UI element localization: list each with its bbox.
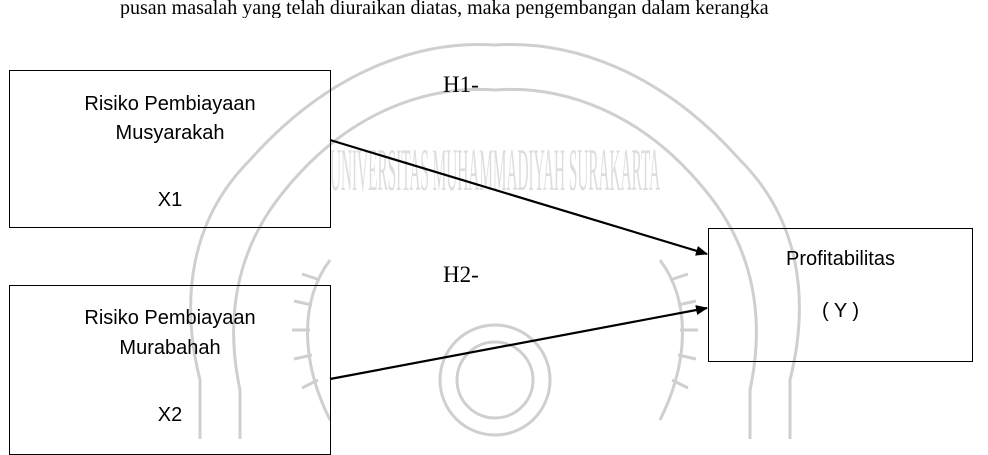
seal-inner-border <box>232 87 758 439</box>
node-x1-label-line1: Risiko Pembiayaan <box>84 93 256 115</box>
edge-x1-to-y <box>329 138 708 256</box>
university-seal-watermark: UNIVERSITAS MUHAMMADIYAH SURAKARTA <box>189 42 801 439</box>
node-x2-label-line1: Risiko Pembiayaan <box>84 307 256 329</box>
seal-center-emblem <box>438 323 552 437</box>
node-x1: Risiko Pembiayaan Musyarakah X1 <box>9 70 331 228</box>
node-y: Profitabilitas ( Y ) <box>708 228 973 362</box>
node-y-variable: ( Y ) <box>821 300 860 322</box>
node-x2: Risiko Pembiayaan Murabahah X2 <box>9 285 331 455</box>
node-x1-variable: X1 <box>157 189 183 211</box>
seal-center-ring <box>455 340 535 420</box>
seal-outer-border <box>189 42 801 439</box>
node-y-label: Profitabilitas <box>786 248 895 270</box>
edge-label-h1: H1- <box>443 72 479 97</box>
seal-laurel-right <box>658 259 698 421</box>
node-x2-label-line2: Murabahah <box>119 337 221 359</box>
diagram-edges <box>329 138 708 381</box>
diagram-canvas: UNIVERSITAS MUHAMMADIYAH SURAKARTA pusan… <box>9 0 973 455</box>
node-x2-variable: X2 <box>157 404 183 426</box>
edge-label-h2: H2- <box>443 262 479 287</box>
edge-x2-to-y <box>329 305 708 381</box>
node-x1-label-line2: Musyarakah <box>115 122 225 144</box>
seal-text: UNIVERSITAS MUHAMMADIYAH SURAKARTA <box>330 137 660 203</box>
body-text-line: pusan masalah yang telah diuraikan diata… <box>120 0 769 18</box>
seal-laurel-left <box>292 259 332 421</box>
